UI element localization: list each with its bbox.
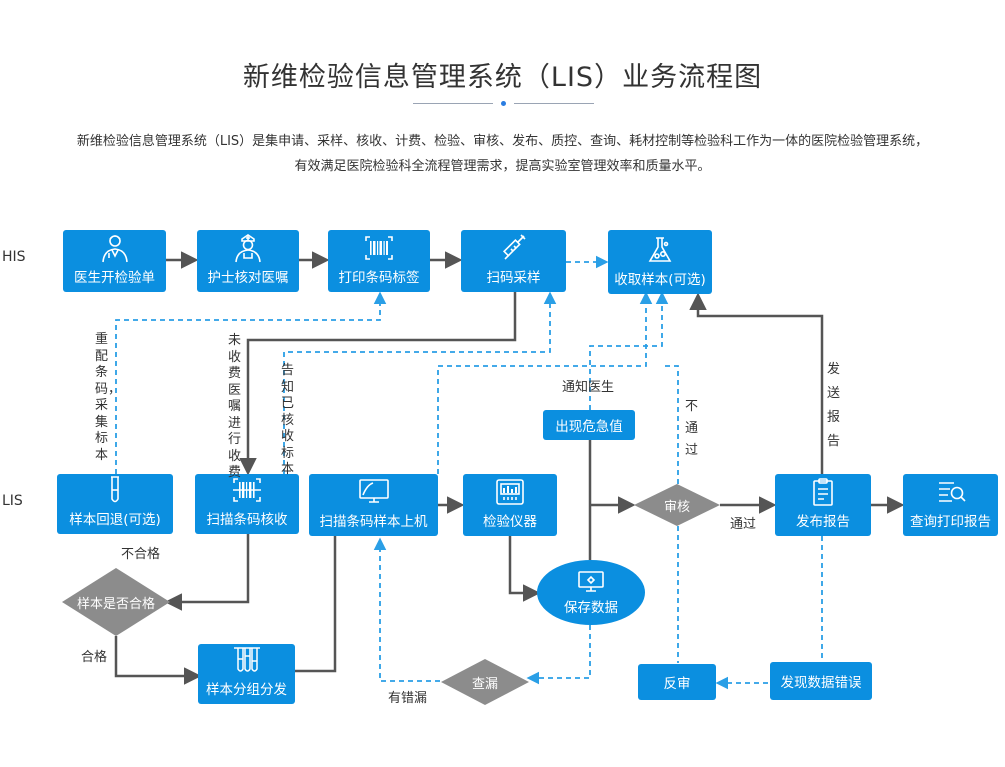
syringe-icon <box>502 234 526 260</box>
node-instrument[interactable]: 检验仪器 <box>463 474 557 536</box>
decision-qualified-shape <box>62 568 170 636</box>
edge-check-to-load <box>373 537 440 682</box>
edge-receive-to-scan-collect <box>283 291 557 474</box>
label-notify-checked: 告知已核收标本 <box>281 363 295 477</box>
node-scan-collect-label: 扫码采样 <box>486 270 541 286</box>
label-notify-doctor: 通知医生 <box>562 380 615 395</box>
edge-group-to-load <box>295 536 337 673</box>
description-line-1: 新维检验信息管理系统（LIS）是集申请、采样、核收、计费、检验、审核、发布、质控… <box>76 134 929 149</box>
node-find-error-label: 发现数据错误 <box>780 675 862 691</box>
node-save-data-label: 保存数据 <box>564 599 618 616</box>
nurse-icon <box>235 234 261 263</box>
node-print-barcode-label: 打印条码标签 <box>338 270 420 286</box>
edge-critical-to-receive <box>589 291 669 410</box>
instrument-icon <box>496 479 524 505</box>
lane-label-lis: LIS <box>2 493 23 509</box>
label-recode-collect: 重配条码，采集标本 <box>95 332 122 463</box>
node-nurse-check-label: 护士核对医嘱 <box>207 270 289 286</box>
edge-return-to-print <box>115 291 387 474</box>
title-divider-dot <box>501 101 506 106</box>
node-scan-receive-label: 扫描条码核收 <box>206 512 288 528</box>
node-sample-return[interactable]: 样本回退(可选) <box>57 474 173 534</box>
node-instrument-label: 检验仪器 <box>483 514 537 530</box>
node-group-distribute[interactable]: 样本分组分发 <box>198 644 295 704</box>
monitor-icon <box>358 479 389 503</box>
node-print-barcode[interactable]: 打印条码标签 <box>328 230 430 292</box>
decision-audit-shape <box>634 484 720 526</box>
node-receive-sample-label: 收取样本(可选) <box>614 272 706 288</box>
edge-scan-receive-to-check <box>164 534 250 611</box>
node-scan-receive[interactable]: 扫描条码核收 <box>195 474 299 534</box>
edge-audit-not-pass <box>664 365 679 484</box>
edge-load-to-receive-sample <box>437 291 653 474</box>
title-divider-left <box>413 103 493 104</box>
node-doctor-order[interactable]: 医生开检验单 <box>63 230 166 292</box>
edge-qualified-to-group <box>114 636 202 685</box>
node-find-error[interactable]: 发现数据错误 <box>770 662 872 700</box>
decision-check-missing-label: 查漏 <box>471 676 498 692</box>
barcode-scan-icon <box>233 478 261 502</box>
node-reverse-audit[interactable]: 反审 <box>638 664 716 700</box>
search-document-icon <box>938 482 966 502</box>
computer-icon <box>578 570 604 592</box>
node-scan-load-label: 扫描条码样本上机 <box>319 514 428 530</box>
node-publish-report[interactable]: 发布报告 <box>775 474 871 536</box>
node-scan-load[interactable]: 扫描条码样本上机 <box>309 474 438 536</box>
node-reverse-audit-label: 反审 <box>663 676 691 692</box>
label-qualified: 合格 <box>81 650 108 665</box>
test-tube-icon <box>111 476 119 503</box>
edge-instrument-to-save <box>508 536 541 602</box>
node-publish-report-label: 发布报告 <box>796 514 850 530</box>
node-query-print[interactable]: 查询打印报告 <box>903 474 998 536</box>
node-scan-collect[interactable]: 扫码采样 <box>461 230 566 292</box>
doctor-icon <box>101 235 128 263</box>
description-line-2: 有效满足医院检验科全流程管理需求，提高实验室管理效率和质量水平。 <box>294 159 711 174</box>
node-save-data[interactable]: 保存数据 <box>537 560 645 625</box>
barcode-icon <box>365 236 393 260</box>
decision-qualified[interactable]: 样本是否合格 <box>62 568 170 636</box>
edge-publish-to-receive <box>689 292 824 474</box>
decision-qualified-label: 样本是否合格 <box>76 596 155 612</box>
edge-scan-collect-to-receive <box>239 292 517 476</box>
label-unqualified: 不合格 <box>121 547 161 562</box>
node-receive-sample[interactable]: 收取样本(可选) <box>608 230 712 294</box>
decision-check-missing-shape <box>441 659 529 705</box>
decision-audit-label: 审核 <box>663 499 690 515</box>
test-tubes-icon <box>233 647 260 672</box>
node-critical-value-label: 出现危急值 <box>555 419 623 435</box>
clipboard-icon <box>813 478 833 506</box>
label-pass: 通过 <box>730 517 757 532</box>
label-send-report: 发送报告 <box>827 362 841 449</box>
lane-label-his: HIS <box>2 249 26 265</box>
label-not-pass: 不通过 <box>685 399 699 458</box>
decision-audit[interactable]: 审核 <box>634 484 720 526</box>
page-title: 新维检验信息管理系统（LIS）业务流程图 <box>242 62 763 93</box>
node-query-print-label: 查询打印报告 <box>910 514 991 530</box>
node-sample-return-label: 样本回退(可选) <box>69 512 161 528</box>
decision-check-missing[interactable]: 查漏 <box>441 659 529 705</box>
node-doctor-order-label: 医生开检验单 <box>74 270 155 286</box>
node-critical-value[interactable]: 出现危急值 <box>543 410 635 440</box>
title-divider-right <box>514 103 594 104</box>
edge-save-to-check <box>526 625 591 685</box>
node-group-distribute-label: 样本分组分发 <box>206 682 287 698</box>
label-unpaid-charge: 未收费医嘱进行收费 <box>228 333 242 480</box>
label-has-error: 有错漏 <box>388 691 428 706</box>
flask-icon <box>648 237 672 262</box>
node-nurse-check[interactable]: 护士核对医嘱 <box>197 230 299 292</box>
